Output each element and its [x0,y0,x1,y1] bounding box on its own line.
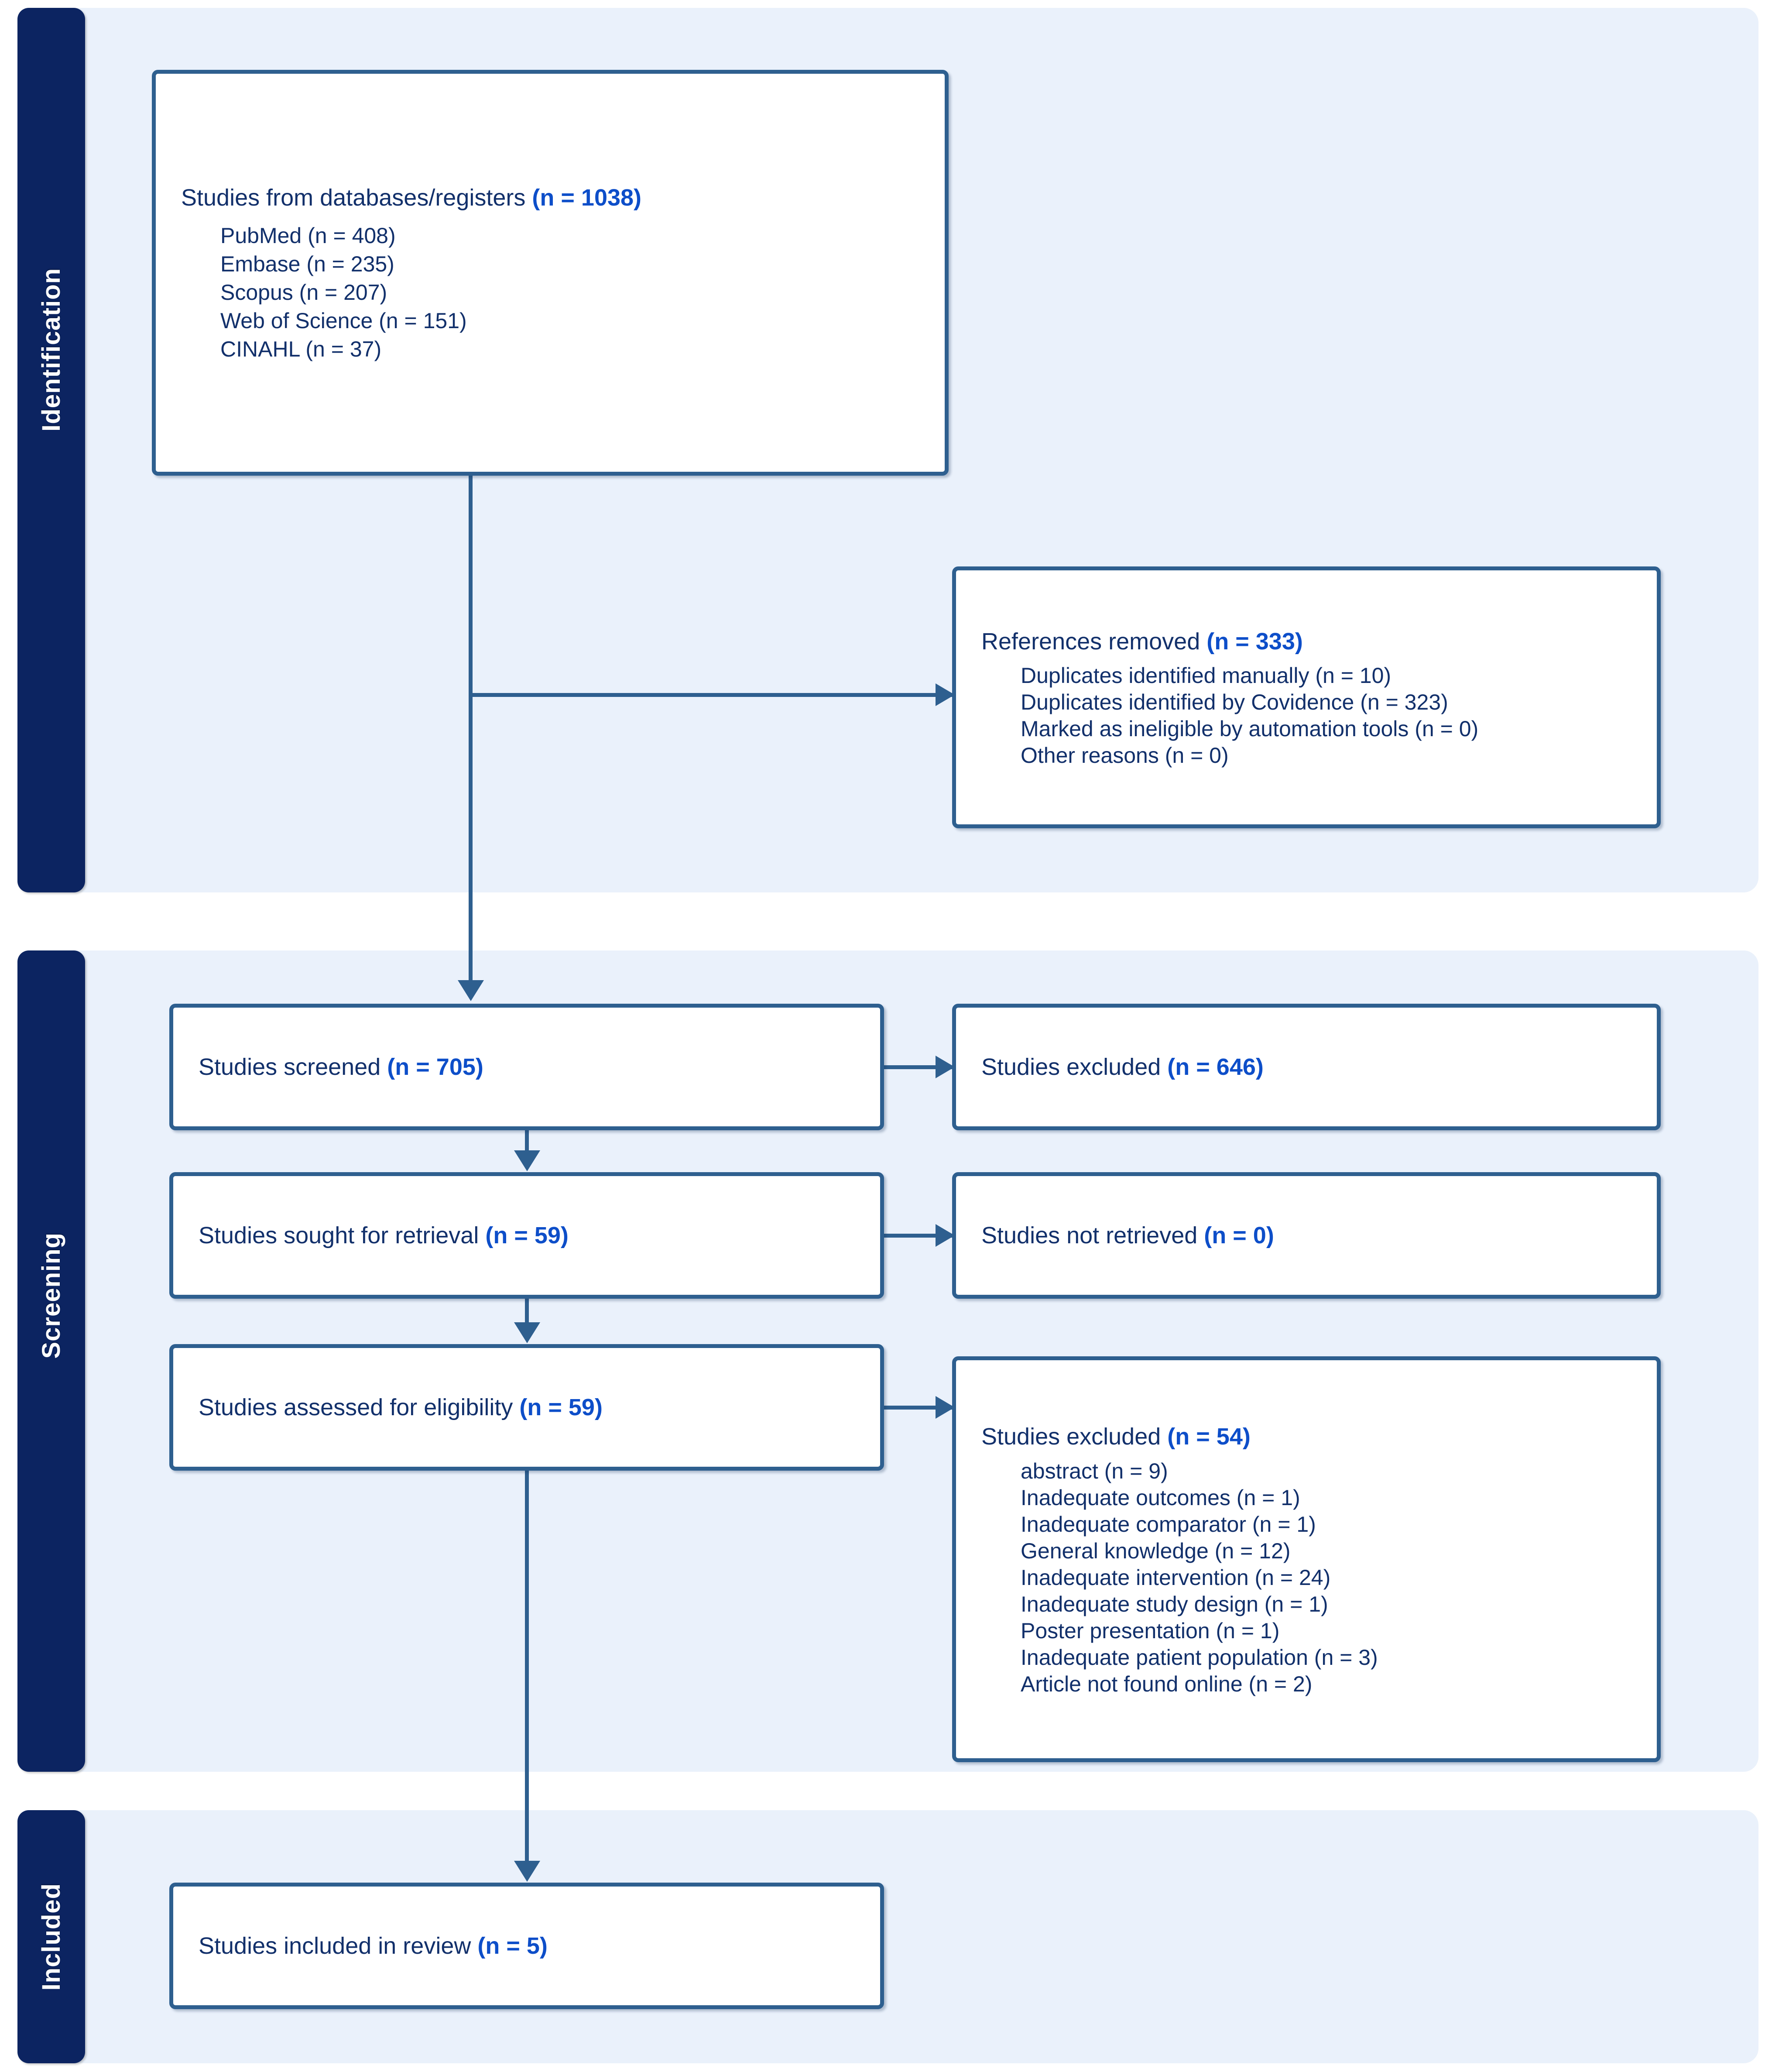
box-studies-from-databases: Studies from databases/registers (n = 10… [152,70,949,476]
box-references-removed: References removed (n = 333) Duplicates … [952,566,1661,828]
list-item: General knowledge (n = 12) [1021,1538,1291,1563]
box-title: Studies screened [199,1053,381,1080]
stage-bar-included: Included [17,1810,85,2063]
list-item: Web of Science (n = 151) [220,308,467,333]
box-title: References removed [981,628,1200,655]
connector-sources-to-references-removed [469,693,954,697]
box-title: Studies sought for retrieval [199,1222,479,1249]
box-count: (n = 5) [477,1932,548,1959]
list-item: Embase (n = 235) [220,251,394,276]
box-studies-assessed-for-eligibility: Studies assessed for eligibility (n = 59… [169,1344,884,1471]
box-studies-excluded-screening: Studies excluded (n = 646) [952,1004,1661,1130]
box-heading: Studies excluded (n = 54) [956,1421,1657,1452]
arrowhead-down-studies-assessed [514,1322,540,1343]
box-heading: Studies from databases/registers (n = 10… [156,182,945,213]
arrowhead-right-studies-excluded-screening [936,1056,955,1078]
box-sublist: PubMed (n = 408) Embase (n = 235) Scopus… [156,222,945,364]
box-heading: References removed (n = 333) [956,626,1657,657]
arrowhead-right-references-removed [936,683,955,706]
arrowhead-right-studies-excluded-eligibility [936,1396,955,1419]
list-item: Inadequate outcomes (n = 1) [1021,1485,1300,1510]
box-studies-included-in-review: Studies included in review (n = 5) [169,1883,884,2009]
connector-sought-to-assessed [525,1299,529,1333]
box-title: Studies not retrieved [981,1222,1198,1249]
list-item: Article not found online (n = 2) [1021,1671,1313,1696]
box-count: (n = 0) [1204,1222,1274,1249]
arrowhead-down-studies-included [514,1861,540,1882]
stage-bar-screening: Screening [17,950,85,1772]
box-count: (n = 333) [1206,628,1303,655]
box-title: Studies included in review [199,1932,471,1959]
arrowhead-right-studies-not-retrieved [936,1224,955,1247]
list-item: abstract (n = 9) [1021,1458,1168,1483]
list-item: CINAHL (n = 37) [220,336,382,361]
box-studies-not-retrieved: Studies not retrieved (n = 0) [952,1172,1661,1299]
box-sublist: Duplicates identified manually (n = 10) … [956,662,1657,769]
arrowhead-down-studies-screened [458,980,484,1001]
box-heading: Studies not retrieved (n = 0) [956,1220,1657,1251]
stage-label-included: Included [37,1883,65,1991]
box-title: Studies from databases/registers [181,185,526,211]
box-studies-screened: Studies screened (n = 705) [169,1004,884,1130]
stage-bar-identification: Identification [17,8,85,892]
box-heading: Studies screened (n = 705) [173,1051,880,1083]
list-item: Poster presentation (n = 1) [1021,1618,1280,1643]
arrowhead-down-studies-sought [514,1150,540,1171]
connector-screened-to-excluded [884,1065,954,1069]
box-count: (n = 59) [519,1394,603,1420]
list-item: Inadequate study design (n = 1) [1021,1592,1328,1616]
list-item: Scopus (n = 207) [220,280,387,305]
box-heading: Studies assessed for eligibility (n = 59… [173,1392,880,1423]
list-item: Marked as ineligible by automation tools… [1021,717,1479,741]
list-item: Other reasons (n = 0) [1021,743,1229,768]
list-item: Duplicates identified manually (n = 10) [1021,663,1392,688]
box-title: Studies assessed for eligibility [199,1394,513,1420]
box-title: Studies excluded [981,1053,1161,1080]
list-item: Duplicates identified by Covidence (n = … [1021,690,1448,715]
box-studies-excluded-eligibility: Studies excluded (n = 54) abstract (n = … [952,1356,1661,1762]
list-item: Inadequate patient population (n = 3) [1021,1645,1378,1670]
box-count: (n = 646) [1167,1053,1264,1080]
connector-sought-to-not-retrieved [884,1234,954,1238]
box-sublist: abstract (n = 9) Inadequate outcomes (n … [956,1458,1657,1698]
box-count: (n = 54) [1167,1424,1251,1450]
connector-sources-to-screened [469,476,473,991]
box-count: (n = 59) [485,1222,569,1249]
stage-label-screening: Screening [37,1232,65,1359]
box-heading: Studies included in review (n = 5) [173,1930,880,1962]
connector-assessed-to-included [525,1471,529,1871]
box-heading: Studies sought for retrieval (n = 59) [173,1220,880,1251]
list-item: Inadequate comparator (n = 1) [1021,1512,1316,1537]
box-studies-sought-for-retrieval: Studies sought for retrieval (n = 59) [169,1172,884,1299]
connector-assessed-to-excluded [884,1406,954,1410]
box-heading: Studies excluded (n = 646) [956,1051,1657,1083]
list-item: PubMed (n = 408) [220,223,396,248]
box-count: (n = 1038) [532,185,642,211]
box-count: (n = 705) [387,1053,483,1080]
list-item: Inadequate intervention (n = 24) [1021,1565,1331,1590]
box-title: Studies excluded [981,1424,1161,1450]
stage-label-identification: Identification [37,268,65,432]
connector-screened-to-sought [525,1130,529,1161]
